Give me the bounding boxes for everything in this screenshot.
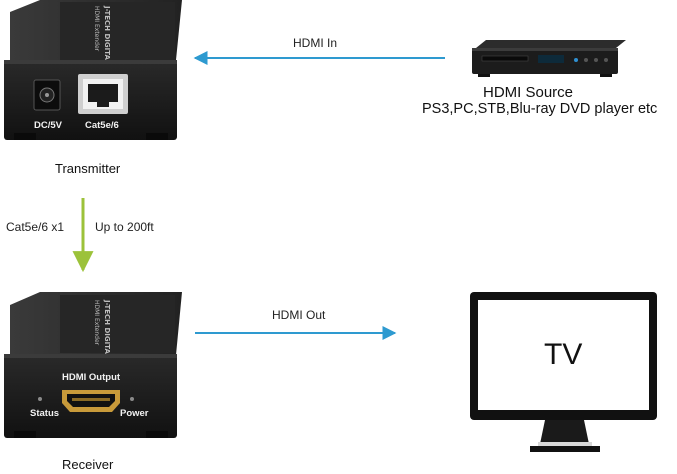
receiver-device: HDMI Extender J-TECH DIGITAL [4,292,182,438]
source-title: HDMI Source [483,84,574,101]
transmitter-label: Transmitter [55,161,121,176]
tv-monitor-icon [470,292,657,452]
svg-text:J-TECH DIGITAL: J-TECH DIGITAL [103,5,111,65]
dc-port-label: DC/5V [34,120,62,131]
hdmi-output-label: HDMI Output [62,372,121,383]
power-jack-icon [33,79,61,111]
source-examples: PS3,PC,STB,Blu-ray DVD player etc [422,101,658,117]
network-port-label: Cat5e/6 [85,120,119,131]
svg-text:HDMI Extender: HDMI Extender [93,6,100,52]
hdmi-port-icon [62,390,120,412]
receiver-label: Receiver [62,457,114,472]
hdmi-out-label: HDMI Out [272,308,326,322]
transmitter-device: HDMI Extender J-TECH DIGITAL [4,0,182,140]
cable-type-label: Cat5e/6 x1 [6,220,65,234]
power-label: Power [120,408,149,419]
tv-screen-text: TV [544,338,583,371]
svg-text:HDMI Extender: HDMI Extender [93,300,100,346]
led-icon [38,397,134,401]
svg-text:J-TECH DIGITAL: J-TECH DIGITAL [103,299,111,359]
hdmi-in-label: HDMI In [293,36,338,50]
rj45-port-icon [78,74,128,114]
dvd-player-icon [472,40,626,77]
status-label: Status [30,408,60,419]
cable-distance-label: Up to 200ft [95,220,154,234]
